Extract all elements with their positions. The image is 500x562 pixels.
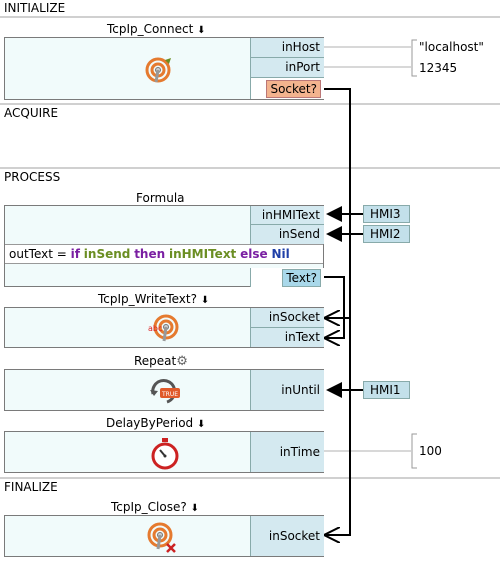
hmi1-source[interactable]: HMI1 <box>363 381 410 399</box>
tcpip-connect-block[interactable]: inHost inPort Socket? <box>4 37 324 100</box>
port-inhost[interactable]: inHost <box>250 38 324 58</box>
port-constant[interactable]: 12345 <box>419 61 458 75</box>
formula-else-value: Nil <box>271 247 290 261</box>
gear-icon: ⚙ <box>176 354 188 369</box>
section-divider <box>0 103 500 105</box>
section-initialize-label: INITIALIZE <box>4 1 66 15</box>
block-title-text: TcpIp_Connect <box>107 22 194 36</box>
tcp-write-icon: abc <box>148 311 182 345</box>
delaybyperiod-block[interactable]: inTime <box>4 431 324 473</box>
socket-output-port[interactable]: Socket? <box>266 80 321 98</box>
section-divider <box>0 477 500 479</box>
block-title-text: DelayByPeriod <box>106 416 194 430</box>
section-finalize-label: FINALIZE <box>4 480 58 494</box>
stopwatch-icon <box>148 437 182 471</box>
port-insocket[interactable]: inSocket <box>250 516 324 556</box>
tcpip-close-title: TcpIp_Close? ⬇ <box>111 500 199 516</box>
port-insocket[interactable]: inSocket <box>250 308 324 328</box>
port-insend[interactable]: inSend <box>250 225 324 244</box>
formula-expression[interactable]: outText = if inSend then inHMIText else … <box>5 244 323 264</box>
port-inport[interactable]: inPort <box>250 58 324 78</box>
repeat-title: Repeat⚙ <box>134 354 188 369</box>
text-output-area: Text? <box>250 268 324 287</box>
arrow-down-icon: ⬇ <box>200 295 210 306</box>
tcp-connect-icon <box>143 52 177 86</box>
port-intext[interactable]: inText <box>250 328 324 347</box>
port-intime[interactable]: inTime <box>250 432 324 472</box>
output-port-area: Socket? <box>250 78 324 99</box>
section-acquire-label: ACQUIRE <box>4 106 59 120</box>
delaybyperiod-title: DelayByPeriod ⬇ <box>106 416 205 432</box>
text-output-port[interactable]: Text? <box>282 269 321 287</box>
block-title-text: Repeat <box>134 354 177 368</box>
tcp-close-icon <box>145 520 179 554</box>
svg-text:abc: abc <box>148 324 162 333</box>
keyword-then: then <box>134 247 166 261</box>
tcpip-writetext-block[interactable]: abc inSocket inText <box>4 307 324 348</box>
hmi3-source[interactable]: HMI3 <box>363 205 410 223</box>
section-divider <box>0 16 500 18</box>
formula-lhs: outText = <box>9 247 71 261</box>
tcpip-connect-title: TcpIp_Connect ⬇ <box>107 22 206 38</box>
tcpip-close-block[interactable]: inSocket <box>4 515 324 557</box>
repeat-block[interactable]: TRUE inUntil <box>4 369 324 411</box>
time-constant[interactable]: 100 <box>419 444 442 458</box>
formula-then-value: inHMIText <box>168 247 237 261</box>
arrow-down-icon: ⬇ <box>197 25 206 36</box>
hmi2-source[interactable]: HMI2 <box>363 225 410 243</box>
section-process-label: PROCESS <box>4 170 61 184</box>
formula-cond: inSend <box>83 247 131 261</box>
repeat-true-icon: TRUE <box>147 374 181 408</box>
svg-text:TRUE: TRUE <box>161 391 178 398</box>
block-title-text: TcpIp_WriteText? <box>98 292 197 306</box>
port-inuntil[interactable]: inUntil <box>250 370 324 410</box>
arrow-down-icon: ⬇ <box>197 419 206 430</box>
port-inhmitext[interactable]: inHMIText <box>250 206 324 225</box>
host-constant[interactable]: "localhost" <box>419 40 484 54</box>
keyword-if: if <box>70 247 80 261</box>
section-divider <box>0 167 500 169</box>
block-title-text: TcpIp_Close? <box>111 500 187 514</box>
formula-title: Formula <box>136 191 185 205</box>
tcpip-writetext-title: TcpIp_WriteText? ⬇ <box>98 292 209 308</box>
arrow-down-icon: ⬇ <box>190 503 199 514</box>
keyword-else: else <box>240 247 268 261</box>
